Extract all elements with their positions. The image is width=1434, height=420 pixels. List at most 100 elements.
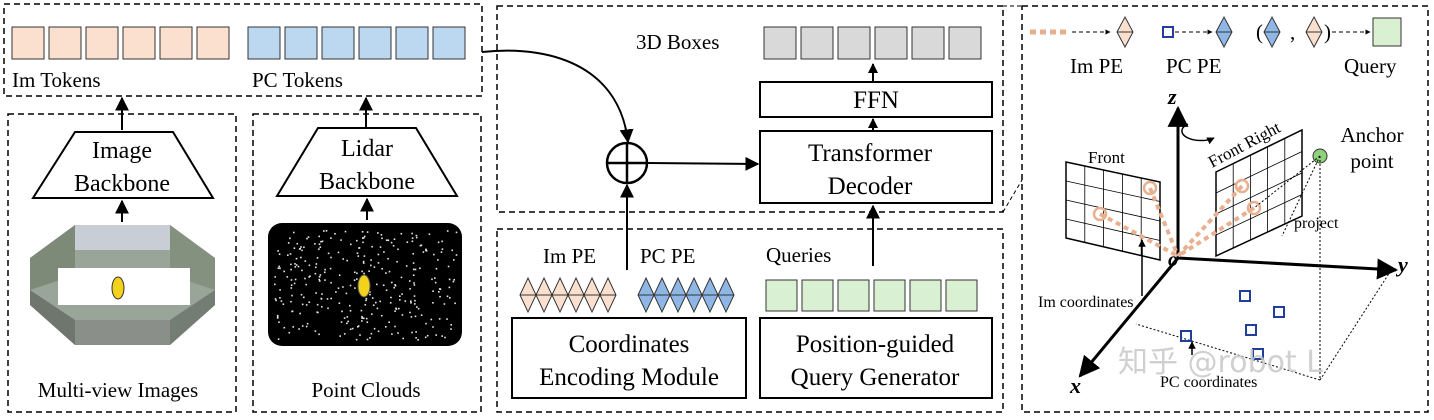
fr-projection-dashed-2 — [1176, 184, 1244, 258]
legend-paren-close: ) — [1324, 20, 1331, 44]
im-token-row — [11, 26, 230, 60]
pc-pe-label: PC PE — [640, 244, 695, 268]
pc-pe-diamond-row — [637, 276, 735, 314]
fr-projection-dashed — [1176, 206, 1256, 258]
im-token-square — [159, 26, 193, 60]
3d-box-square — [837, 26, 871, 60]
multi-view-images-picture — [30, 225, 215, 345]
pc-point-square — [1252, 348, 1264, 360]
anchor-line1: Anchor — [1341, 123, 1404, 147]
pc-point-square — [1239, 290, 1251, 302]
im-coordinates-label: Im coordinates — [1038, 294, 1134, 311]
query-square — [909, 279, 942, 312]
pqg-line1: Position-guided — [796, 331, 955, 358]
3d-box-square — [874, 26, 908, 60]
3d-box-square — [763, 26, 797, 60]
im-token-square — [196, 26, 230, 60]
lidar-backbone-line2: Backbone — [319, 169, 415, 195]
pc-token-square — [284, 26, 318, 60]
query-square-row — [765, 279, 978, 312]
ffn-label: FFN — [853, 87, 899, 114]
queries-label: Queries — [766, 243, 831, 267]
token-panel — [3, 3, 483, 97]
image-backbone-line1: Image — [92, 138, 152, 164]
pc-token-square — [321, 26, 355, 60]
im-token-square — [85, 26, 119, 60]
pc-point-square — [1245, 324, 1257, 336]
axis-z-label: z — [1167, 84, 1177, 109]
im-token-square — [11, 26, 45, 60]
query-square — [801, 279, 834, 312]
origin-label: o — [1168, 249, 1178, 271]
image-backbone-line2: Backbone — [74, 171, 170, 197]
im-projected-point-front-2 — [1142, 180, 1158, 196]
cem-line2: Encoding Module — [539, 364, 719, 391]
coordinates-encoding-module-box — [511, 317, 747, 399]
image-backbone-trapezoid — [31, 131, 215, 199]
pc-token-row — [247, 26, 466, 60]
im-pe-diamond-row — [519, 276, 617, 314]
query-square — [945, 279, 978, 312]
query-square — [873, 279, 906, 312]
x-axis — [1078, 257, 1180, 378]
im-token-square — [48, 26, 82, 60]
encoding-panel — [496, 228, 1004, 413]
3d-box-square — [800, 26, 834, 60]
lidar-backbone-line1: Lidar — [341, 136, 393, 162]
point-cloud-picture — [268, 223, 462, 346]
axis-y-label: y — [1395, 252, 1408, 277]
transformer-decoder-box — [759, 130, 993, 204]
query-square — [765, 279, 798, 312]
pc-token-square — [247, 26, 281, 60]
decoder-panel — [496, 5, 1004, 213]
im-pe-label: Im PE — [543, 244, 596, 268]
legend-pc-pe: PC PE — [1166, 54, 1221, 78]
pc-point-squares — [1180, 290, 1285, 360]
ffn-box — [759, 81, 993, 118]
front-label: Front — [1088, 148, 1125, 167]
pc-token-square — [395, 26, 429, 60]
pc-token-square — [432, 26, 466, 60]
zoom-line-bottom — [1002, 179, 1023, 213]
legend-comma: , — [1290, 20, 1295, 44]
point-clouds-caption: Point Clouds — [311, 378, 420, 402]
tokens-to-sum-curve — [481, 49, 634, 144]
axis-x-label: x — [1069, 373, 1081, 398]
legend-query: Query — [1344, 54, 1397, 78]
decoder-line2: Decoder — [828, 173, 913, 200]
legend-im-pe: Im PE — [1070, 54, 1123, 78]
anchor-line2: point — [1350, 149, 1393, 173]
im-projection-dashed-2 — [1148, 187, 1180, 257]
3d-box-square — [911, 26, 945, 60]
im-projection-dashed — [1099, 212, 1179, 258]
pc-token-square — [358, 26, 392, 60]
legend-paren-open: ( — [1256, 20, 1263, 44]
pc-square-legend — [1162, 26, 1174, 38]
pc-point-square — [1180, 330, 1192, 342]
boxes-label: 3D Boxes — [636, 30, 719, 54]
pqg-line2: Query Generator — [791, 364, 960, 391]
im-projected-point-fr-2 — [1234, 178, 1250, 194]
im-projected-point-fr — [1246, 200, 1262, 216]
lidar-backbone-trapezoid — [275, 127, 459, 197]
rotation-arrow — [1181, 123, 1215, 145]
im-token-square — [122, 26, 156, 60]
decoder-line1: Transformer — [808, 140, 933, 167]
cem-line1: Coordinates — [569, 331, 690, 358]
pc-tokens-label: PC Tokens — [252, 68, 343, 92]
front-right-image-plane — [1215, 128, 1303, 258]
project-label: project — [1294, 215, 1339, 232]
watermark: 知乎 @robot L — [1118, 345, 1323, 380]
detail-panel — [1021, 5, 1429, 413]
sum-to-decoder-arrow — [647, 156, 760, 171]
query-square — [837, 279, 870, 312]
query-generator-box — [759, 317, 993, 399]
sum-node — [605, 141, 649, 185]
im-projected-point-front — [1092, 206, 1108, 222]
multi-view-images-caption: Multi-view Images — [38, 378, 198, 402]
y-axis — [1177, 256, 1399, 280]
pc-coordinates-label: PC coordinates — [1160, 374, 1257, 391]
3d-box-row — [763, 26, 982, 60]
